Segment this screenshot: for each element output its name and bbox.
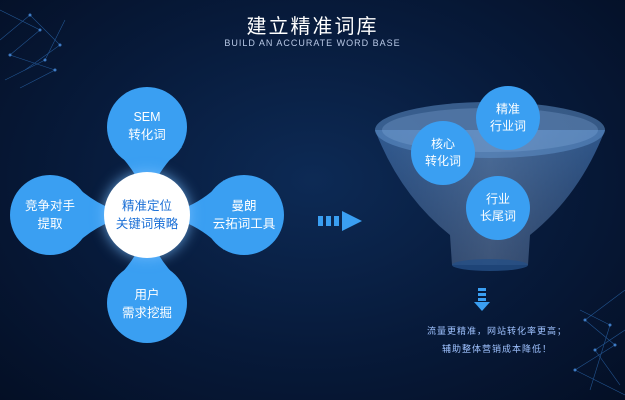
petal-right-label: 曼朗 云拓词工具 xyxy=(204,197,284,233)
petal-right-line-2: 云拓词工具 xyxy=(212,217,276,231)
petal-top-label: SEM 转化词 xyxy=(107,108,187,144)
bubble-longtail-label: 行业 长尾词 xyxy=(468,191,528,225)
result-caption-line-2: 辅助整体营销成本降低！ xyxy=(441,344,552,354)
petal-top-line-1: SEM xyxy=(133,110,161,124)
bubble-precise-label: 精准 行业词 xyxy=(478,101,538,135)
flow-arrow-icon xyxy=(318,211,362,231)
petal-left-label: 竞争对手 提取 xyxy=(10,197,90,233)
center-line-2: 关键词策略 xyxy=(115,217,179,231)
page-subtitle: BUILD AN ACCURATE WORD BASE xyxy=(224,38,401,48)
bubble-longtail-line-2: 长尾词 xyxy=(479,209,516,223)
petal-bottom-line-2: 需求挖掘 xyxy=(121,306,172,320)
petal-left-line-2: 提取 xyxy=(37,217,63,231)
center-strategy-circle: 精准定位 关键词策略 xyxy=(104,172,190,258)
bubble-core-label: 核心 转化词 xyxy=(413,136,473,170)
bubble-core xyxy=(411,121,475,185)
result-caption-line-1: 流量更精准，网站转化率更高； xyxy=(426,326,567,336)
bubble-longtail xyxy=(466,176,530,240)
bubble-longtail-line-1: 行业 xyxy=(485,192,510,206)
down-arrow-icon xyxy=(474,288,490,311)
petal-left-line-1: 竞争对手 xyxy=(24,199,75,213)
center-line-1: 精准定位 xyxy=(121,199,172,213)
page-title: 建立精准词库 xyxy=(246,16,379,38)
petal-bottom-line-1: 用户 xyxy=(134,288,160,302)
bubble-precise xyxy=(476,86,540,150)
bubble-precise-line-2: 行业词 xyxy=(489,119,526,133)
network-decoration-right xyxy=(573,290,625,396)
petal-bottom-label: 用户 需求挖掘 xyxy=(107,286,187,322)
bubble-core-line-2: 转化词 xyxy=(424,154,461,168)
funnel-bubbles xyxy=(411,86,540,240)
network-decoration-left xyxy=(0,9,66,89)
petal-top-line-2: 转化词 xyxy=(128,128,166,142)
bubble-core-line-1: 核心 xyxy=(430,137,455,151)
petal-right-line-1: 曼朗 xyxy=(231,199,257,213)
bubble-precise-line-1: 精准 xyxy=(495,102,520,116)
